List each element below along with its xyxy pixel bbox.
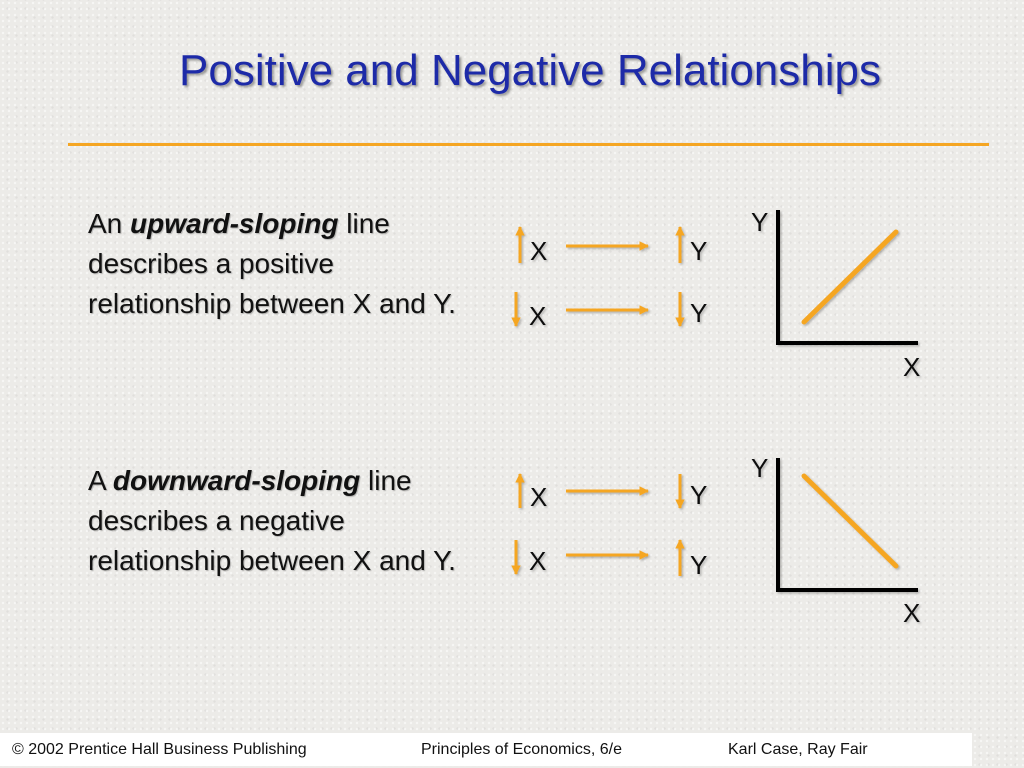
- negative-graph-x-label: X: [903, 598, 920, 628]
- positive-row1-right-label: Y: [690, 236, 707, 266]
- negative-graph: Y X: [751, 453, 920, 628]
- positive-description-emphasis: upward-sloping: [130, 208, 339, 239]
- title-divider: [68, 143, 989, 146]
- negative-row1-right-label: Y: [690, 480, 707, 510]
- footer-book-title: Principles of Economics, 6/e: [421, 741, 622, 758]
- footer-authors: Karl Case, Ray Fair: [728, 741, 868, 758]
- slide-footer: © 2002 Prentice Hall Business Publishing…: [0, 733, 972, 766]
- positive-row2-right-label: Y: [690, 298, 707, 328]
- positive-graph: Y X: [751, 207, 920, 382]
- negative-description: A downward-sloping line describes a nega…: [88, 461, 468, 581]
- footer-copyright: © 2002 Prentice Hall Business Publishing: [12, 741, 307, 758]
- upward-sloping-line: [801, 229, 899, 325]
- positive-arrow-rows: X Y X Y: [511, 226, 707, 331]
- negative-arrow-rows: X Y X Y: [511, 473, 707, 580]
- slide-title: Positive and Negative Relationships: [179, 46, 881, 95]
- negative-description-emphasis: downward-sloping: [112, 465, 361, 496]
- negative-row2-left-label: X: [529, 546, 546, 576]
- positive-row1-left-label: X: [530, 236, 547, 266]
- positive-description: An upward-sloping line describes a posit…: [88, 204, 468, 324]
- positive-graph-x-label: X: [903, 352, 920, 382]
- positive-graph-y-label: Y: [751, 207, 768, 237]
- positive-description-pre: An: [88, 208, 131, 239]
- negative-graph-y-label: Y: [751, 453, 768, 483]
- negative-row1-left-label: X: [530, 482, 547, 512]
- negative-description-post: line describes a negative relationship b…: [88, 465, 456, 576]
- negative-row2-right-label: Y: [690, 550, 707, 580]
- positive-description-post: line describes a positive relationship b…: [88, 208, 456, 319]
- positive-row2-left-label: X: [529, 301, 546, 331]
- downward-sloping-line: [801, 473, 899, 569]
- negative-description-pre: A: [88, 465, 113, 496]
